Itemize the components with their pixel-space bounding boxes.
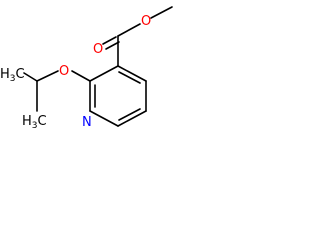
- bond-ch-ch3-top: [23, 72, 38, 82]
- bond-o-ch3: [150, 6, 173, 19]
- bond-c2-oether: [71, 70, 91, 82]
- bond-c6-c5-inner: [118, 108, 141, 121]
- bond-c-o-double-b: [105, 41, 120, 50]
- bond-c6-c5: [117, 110, 147, 127]
- h3c-bottom-sub: 3: [32, 121, 38, 131]
- atom-o-ester: O: [141, 14, 151, 29]
- atom-o-carbonyl: O: [93, 42, 103, 57]
- bond-n1-c6: [89, 110, 119, 127]
- atom-h3c-bottom: H3C: [22, 114, 47, 131]
- bond-c4-c3-inner: [118, 71, 141, 84]
- h3c-top-sub: 3: [10, 74, 16, 84]
- bond-c4-c3: [117, 65, 147, 82]
- h3c-bottom-h: H: [22, 114, 32, 129]
- structure-diagram: O O O N H3C H3C: [0, 0, 175, 144]
- atom-h3c-top: H3C: [0, 67, 25, 84]
- bond-c-o-single: [117, 23, 141, 37]
- h3c-top-c: C: [16, 67, 25, 82]
- molecule-svg: O O O N H3C H3C: [0, 6, 173, 131]
- h3c-top-h: H: [0, 67, 10, 82]
- atom-o-ether: O: [59, 64, 69, 79]
- bond-c-o-double-a: [102, 36, 117, 45]
- h3c-bottom-c: C: [38, 114, 47, 129]
- bond-oether-ch: [36, 70, 59, 82]
- bond-c3-c2: [89, 65, 119, 82]
- atom-n-ring: N: [82, 115, 92, 130]
